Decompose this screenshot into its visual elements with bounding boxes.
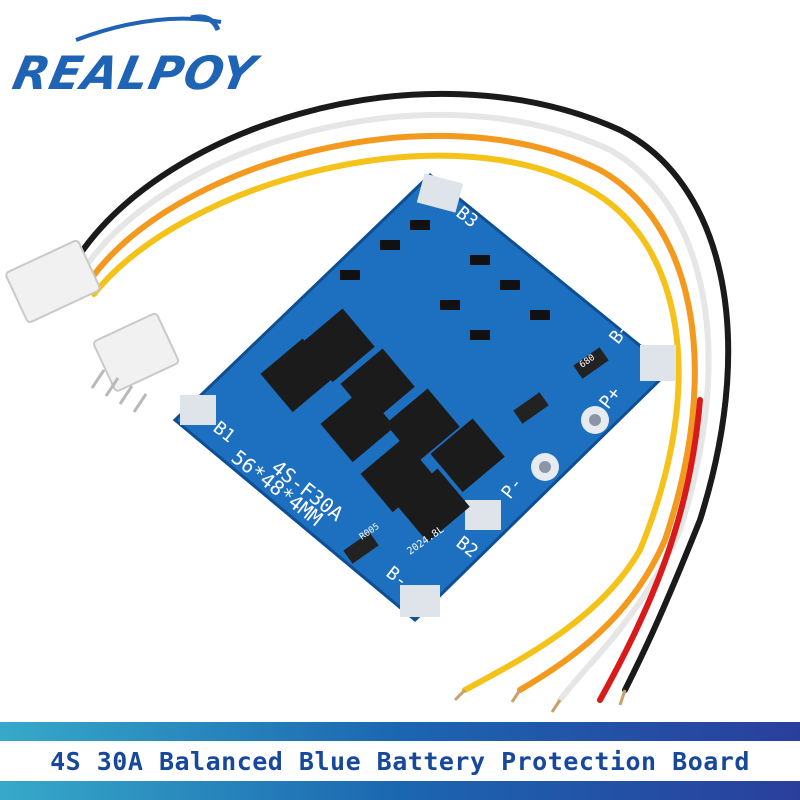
- wire-bundle: [67, 90, 732, 703]
- title-banner-strip: [0, 741, 800, 781]
- board-illustration: 4S-F30A 56*48*4MM B3 B2 B1 B- B+ P+ P- R…: [5, 90, 732, 713]
- product-title: 4S 30A Balanced Blue Battery Protection …: [50, 746, 750, 776]
- connector-plug: [5, 239, 180, 413]
- brand-logo: REALPOY: [6, 10, 296, 100]
- logo-swoosh-icon: [75, 14, 222, 42]
- pcb-board: [172, 172, 676, 623]
- wire-tips: [453, 688, 627, 713]
